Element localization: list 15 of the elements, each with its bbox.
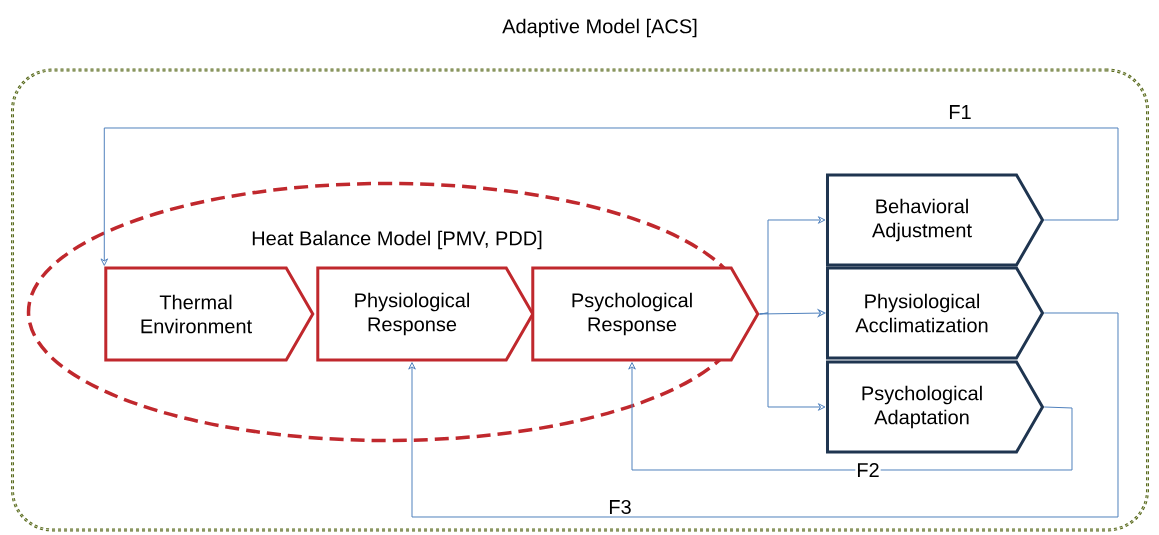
- chevron-box: Thermal Environment: [104, 266, 315, 362]
- arrow: [759, 312, 826, 411]
- chevron-box: Psychological Response: [531, 266, 760, 362]
- chevron-box: Behavioral Adjustment: [826, 173, 1045, 267]
- edge-label: F3: [607, 498, 633, 516]
- node-label: Adaptive Model [ACS]: [502, 18, 697, 38]
- arrow: [759, 309, 826, 317]
- chevron-box: Physiological Acclimatization: [826, 266, 1045, 360]
- edge-label: F1: [947, 104, 973, 120]
- arrow: [408, 312, 1119, 518]
- arrow: [100, 127, 1119, 266]
- chevron-box: Physiological Response: [316, 266, 535, 362]
- arrow: [628, 362, 1073, 471]
- edge-label: F2: [855, 462, 881, 478]
- chevron-box: Psychological Adaptation: [826, 360, 1045, 454]
